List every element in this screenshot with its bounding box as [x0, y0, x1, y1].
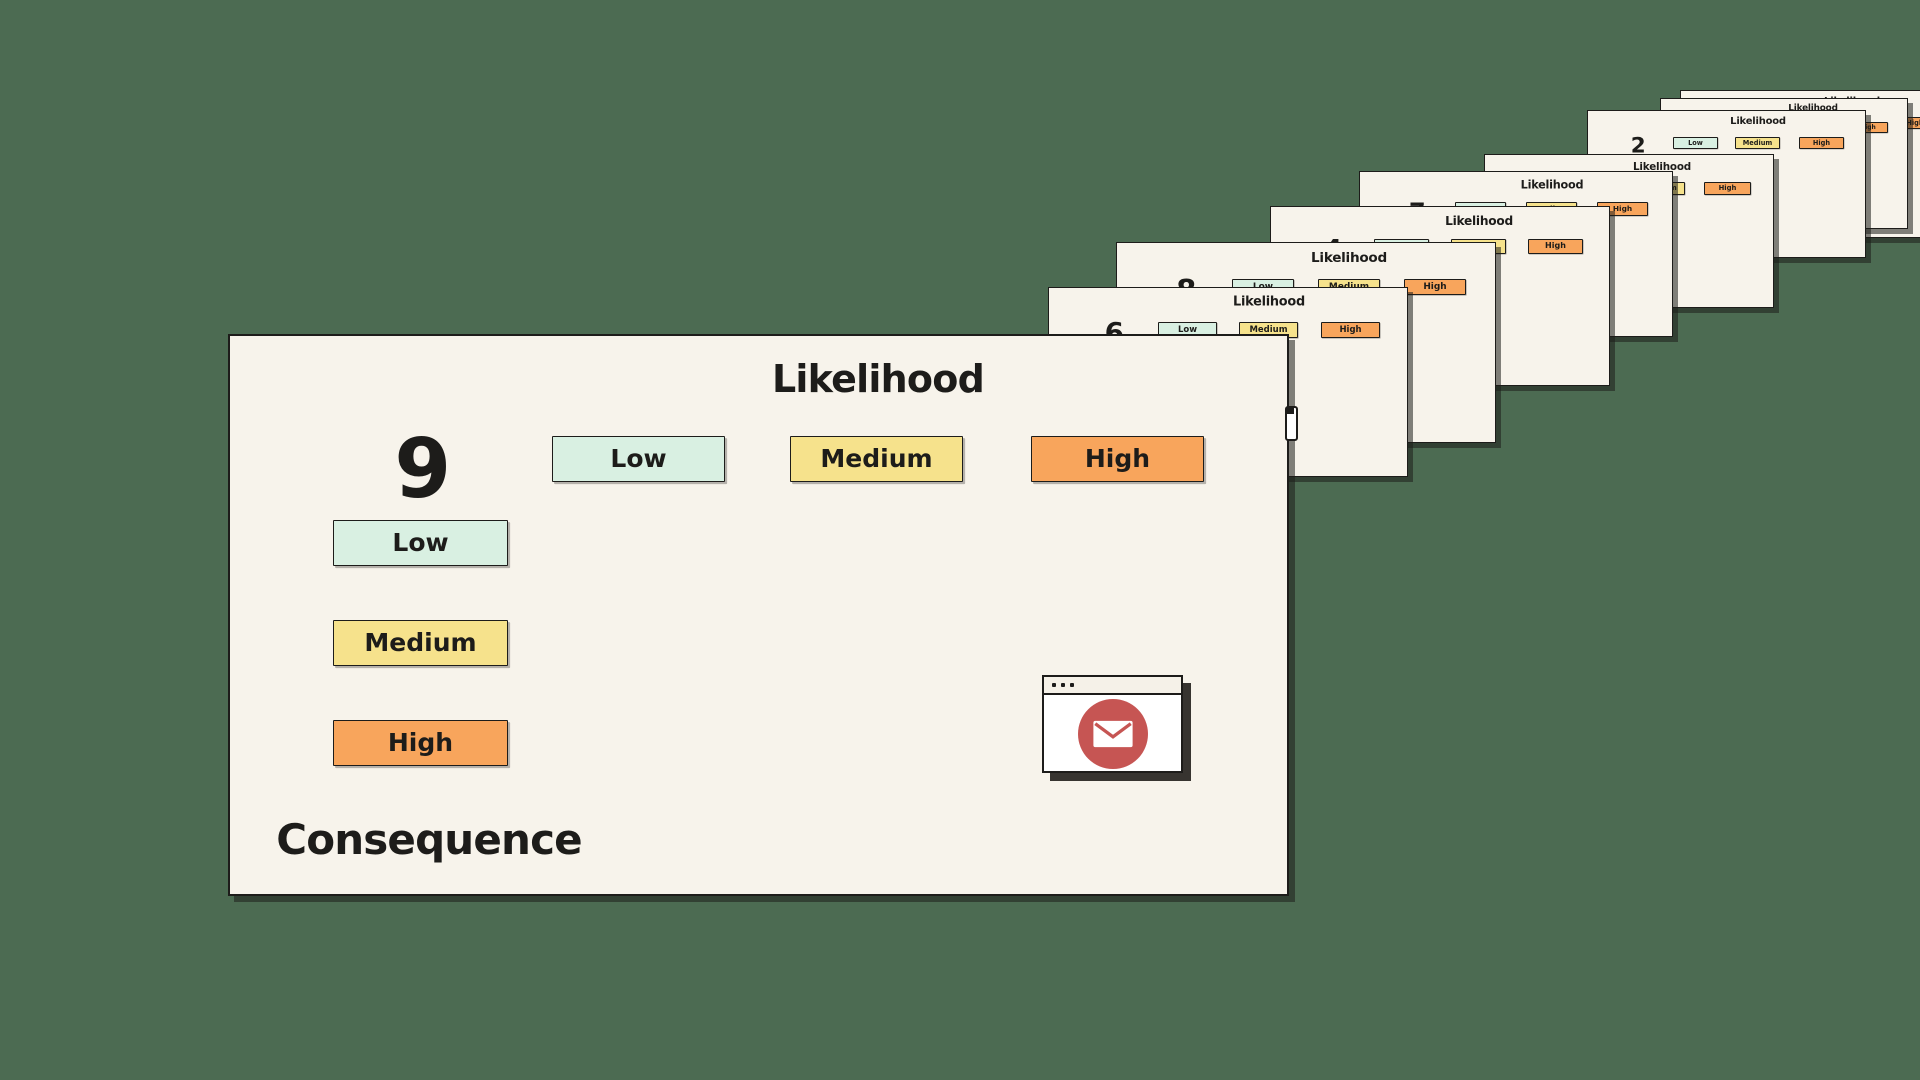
likelihood-high-box[interactable]: High [1528, 239, 1583, 254]
consequence-label: Consequence [276, 814, 582, 864]
slide-number: 9 [394, 422, 451, 518]
slide-title: Likelihood [1788, 103, 1838, 114]
likelihood-high-box-label: High [1545, 241, 1566, 251]
page-edge-handle[interactable] [1285, 406, 1298, 441]
likelihood-low-box-label: Low [1177, 324, 1198, 335]
email-browser-window[interactable] [1042, 675, 1183, 773]
slide-title: Likelihood [1520, 178, 1584, 192]
slide-title: Likelihood [1730, 116, 1786, 128]
slide-title: Likelihood [1311, 250, 1387, 267]
likelihood-high-box-label: High [1084, 444, 1151, 474]
likelihood-medium-box-label: Medium [1742, 138, 1773, 147]
consequence-low-box[interactable]: Low [333, 520, 508, 566]
likelihood-high-box[interactable]: High [1321, 322, 1380, 338]
slide-title: Likelihood [1233, 294, 1305, 310]
likelihood-medium-box-label: Medium [1249, 324, 1288, 335]
likelihood-high-box[interactable]: High [1031, 436, 1204, 482]
likelihood-high-box-label: High [1718, 184, 1737, 193]
email-badge [1077, 699, 1148, 769]
likelihood-high-box-label: High [1423, 281, 1447, 292]
likelihood-low-box-label: Low [610, 444, 667, 474]
slide-title: Likelihood [1633, 160, 1691, 173]
likelihood-high-box[interactable]: High [1704, 182, 1751, 195]
consequence-medium-box-label: Medium [364, 628, 477, 658]
likelihood-medium-box[interactable]: Medium [790, 436, 963, 482]
likelihood-medium-box-label: Medium [1329, 282, 1369, 292]
consequence-low-box-label: Low [392, 528, 449, 558]
envelope-icon [1092, 720, 1133, 748]
likelihood-low-box-label: Low [1688, 138, 1703, 147]
window-dot-icon [1070, 683, 1074, 687]
slide-title: Likelihood [1445, 213, 1513, 228]
likelihood-low-box[interactable]: Low [552, 436, 725, 482]
window-dot-icon [1052, 683, 1056, 687]
likelihood-high-box[interactable]: High [1404, 279, 1466, 295]
consequence-high-box-label: High [387, 728, 454, 758]
likelihood-high-box-label: High [1860, 123, 1876, 131]
window-titlebar [1044, 677, 1181, 695]
handle-notch [1286, 407, 1294, 414]
likelihood-high-box-label: High [1339, 324, 1362, 335]
slide-number: 2 [1630, 133, 1646, 159]
likelihood-high-box-label: High [1812, 138, 1831, 147]
window-dot-icon [1061, 683, 1065, 687]
consequence-high-box[interactable]: High [333, 720, 508, 766]
likelihood-medium-box-label: Medium [820, 444, 933, 474]
likelihood-low-box-label: Low [1253, 282, 1273, 292]
likelihood-high-box-label: High [1612, 204, 1633, 214]
likelihood-high-box-label: High [1906, 118, 1920, 127]
slide-title: Likelihood [771, 357, 985, 402]
likelihood-medium-box[interactable]: Medium [1735, 137, 1780, 149]
likelihood-low-box[interactable]: Low [1673, 137, 1718, 149]
consequence-medium-box[interactable]: Medium [333, 620, 508, 666]
likelihood-high-box[interactable]: High [1799, 137, 1844, 149]
